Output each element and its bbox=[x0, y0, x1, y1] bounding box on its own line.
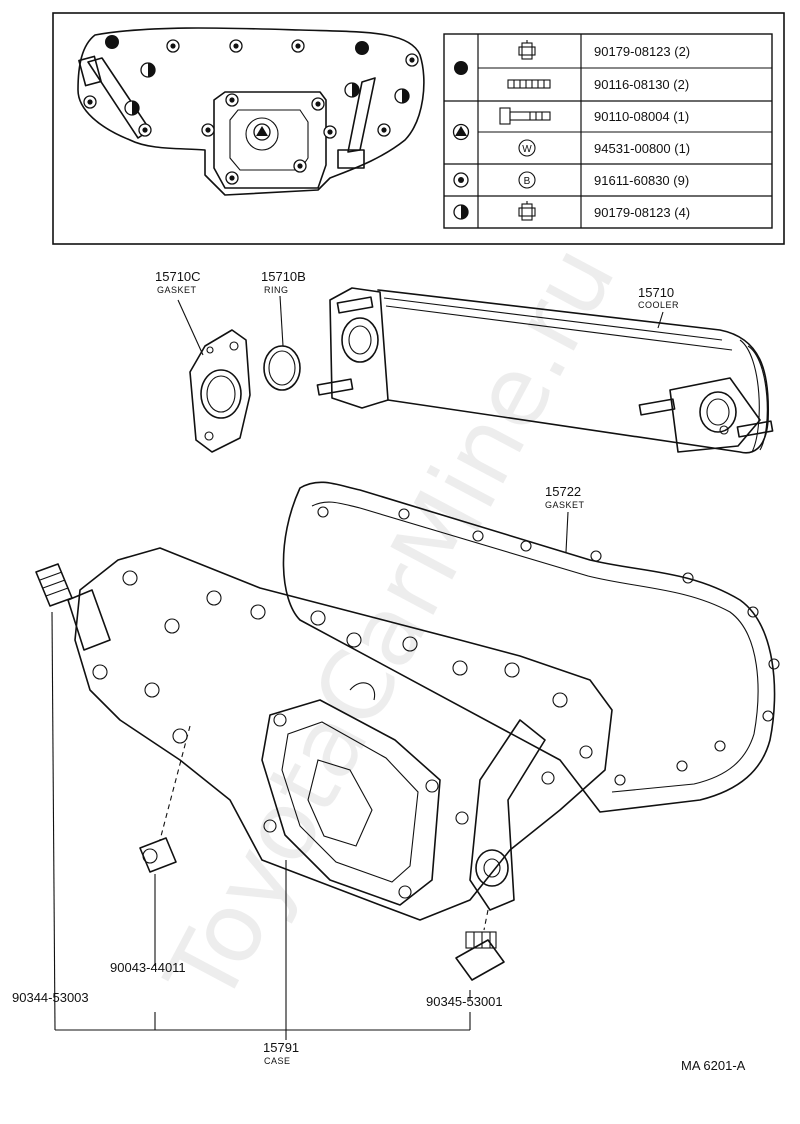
legend-table: W B 90179-08123 (2) 90116-08130 (2) 9011… bbox=[443, 33, 773, 229]
gasket-15710c-drawing bbox=[177, 299, 251, 453]
half-filled-circle-symbol bbox=[453, 204, 469, 220]
stud-icon bbox=[507, 79, 551, 89]
callout-15791-name: CASE bbox=[264, 1056, 291, 1066]
filled-circle-symbol bbox=[454, 61, 468, 75]
inset-markers bbox=[83, 35, 419, 185]
svg-text:W: W bbox=[522, 144, 532, 155]
legend-part-number: 90179-08123 (4) bbox=[594, 205, 690, 220]
callout-15710c: 15710C bbox=[155, 269, 201, 284]
callout-15710: 15710 bbox=[638, 285, 674, 300]
callout-15710b: 15710B bbox=[261, 269, 306, 284]
bolt-90043-drawing bbox=[139, 725, 191, 966]
triangle-in-circle-symbol bbox=[452, 123, 470, 141]
svg-text:B: B bbox=[524, 176, 531, 187]
legend-part-number: 90179-08123 (2) bbox=[594, 44, 690, 59]
diagram-code: MA 6201-A bbox=[681, 1058, 746, 1073]
inset-frame bbox=[52, 12, 785, 245]
washer-w-icon: W bbox=[518, 139, 536, 157]
callout-15791: 15791 bbox=[263, 1040, 299, 1055]
case-leader-lines bbox=[55, 860, 471, 1040]
callout-90345: 90345-53001 bbox=[426, 994, 503, 1009]
hex-bolt-icon bbox=[518, 40, 536, 60]
callout-15710-name: COOLER bbox=[638, 300, 679, 310]
callout-15710b-name: RING bbox=[264, 285, 289, 295]
hex-bolt-icon bbox=[518, 201, 536, 221]
legend-part-number: 94531-00800 (1) bbox=[594, 141, 690, 156]
cooler-15710-drawing bbox=[316, 287, 774, 454]
legend-part-number: 90116-08130 (2) bbox=[594, 77, 689, 92]
watermark: ToyotaCarMine.ru bbox=[144, 228, 637, 1022]
callout-90043: 90043-44011 bbox=[110, 960, 186, 975]
callout-90344: 90344-53003 bbox=[12, 990, 89, 1005]
case-15791-drawing bbox=[67, 547, 613, 921]
bolt-icon bbox=[499, 107, 551, 125]
gasket-15722-drawing bbox=[282, 481, 780, 813]
svg-text:ToyotaCarMine.ru: ToyotaCarMine.ru bbox=[144, 228, 637, 1022]
legend-part-number: 90110-08004 (1) bbox=[594, 109, 689, 124]
legend-part-number: 91611-60830 (9) bbox=[594, 173, 689, 188]
callout-15722-name: GASKET bbox=[545, 500, 585, 510]
plug-90345-drawing bbox=[455, 909, 505, 1000]
plug-90344-drawing bbox=[35, 563, 73, 1031]
dot-in-circle-symbol bbox=[453, 172, 469, 188]
ring-15710b-drawing bbox=[263, 295, 301, 391]
callout-15722: 15722 bbox=[545, 484, 581, 499]
b-icon: B bbox=[518, 171, 536, 189]
callout-15710c-name: GASKET bbox=[157, 285, 197, 295]
